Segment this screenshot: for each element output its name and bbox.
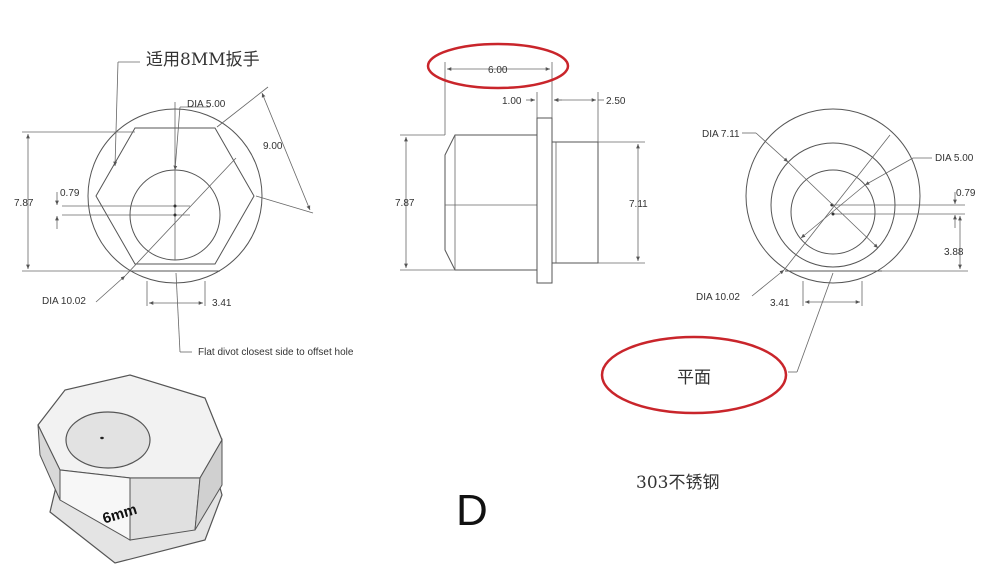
variant-label: D — [456, 486, 488, 535]
flange — [536, 117, 553, 284]
bore-center-dot — [100, 436, 104, 440]
dia-inner-label: DIA 5.00 — [187, 99, 226, 110]
dim-across-corners — [261, 92, 311, 211]
flat-note: Flat divot closest side to offset hole — [198, 347, 354, 358]
hex-outline — [95, 127, 255, 265]
outer-circle — [745, 108, 921, 284]
bore-opening — [65, 411, 151, 469]
nut-3d-model: 6mm — [37, 374, 223, 564]
side-view: 6.00 1.00 2.50 7.87 7.11 — [395, 42, 648, 284]
dim-total-length-label: 6.00 — [488, 65, 508, 76]
inner-bore — [790, 169, 876, 255]
leader — [175, 272, 181, 353]
right-end-view: DIA 7.11 DIA 5.00 0.79 3.88 DIA 10.02 3.… — [600, 108, 976, 415]
leader — [783, 134, 891, 271]
dim-boss-dia-label: 7.11 — [629, 199, 648, 210]
dia-outer-label: DIA 10.02 — [42, 296, 86, 307]
leader — [124, 157, 237, 277]
ext-line — [255, 195, 314, 214]
dim-flat-width-label: 3.41 — [212, 298, 232, 309]
bore-center-point — [173, 213, 177, 217]
hex-far-face — [194, 438, 223, 531]
leader — [787, 161, 879, 249]
dia-outer-label: DIA 10.02 — [696, 292, 740, 303]
dim-side-height-label: 7.87 — [395, 198, 415, 209]
material-label: 303不锈钢 — [636, 473, 719, 493]
leader — [113, 61, 119, 167]
leader — [796, 272, 834, 373]
hex-right-face — [129, 477, 201, 541]
leader — [864, 157, 914, 186]
leader — [751, 269, 785, 297]
left-end-view: 7.87 0.79 DIA 5.00 9.00 适用8MM扳手 DIA 10.0… — [14, 50, 354, 358]
dim-across-corners-label: 9.00 — [263, 141, 283, 152]
leader — [95, 275, 126, 303]
dim-height-label: 7.87 — [14, 198, 34, 209]
dim-flat-width-label: 3.41 — [770, 298, 790, 309]
wrench-note: 适用8MM扳手 — [146, 50, 260, 70]
flat-note: 平面 — [677, 368, 711, 388]
dia-boss-label: DIA 7.11 — [702, 129, 740, 140]
dim-flange-label: 1.00 — [502, 96, 522, 107]
ext-line — [216, 86, 269, 128]
bore-center-point — [831, 212, 835, 216]
dim-flat-distance-label: 3.88 — [944, 247, 964, 258]
highlight-ellipse — [426, 42, 570, 90]
dim-offset-label: 0.79 — [956, 188, 976, 199]
dia-inner-label: DIA 5.00 — [935, 153, 974, 164]
leader — [173, 106, 181, 171]
highlight-ellipse — [600, 335, 788, 415]
leader — [755, 132, 789, 163]
leader — [800, 184, 866, 239]
dim-boss-length-label: 2.50 — [606, 96, 626, 107]
hex-body — [444, 134, 538, 271]
dim-offset-label: 0.79 — [60, 188, 80, 199]
center-point — [173, 204, 177, 208]
boss — [551, 141, 599, 264]
